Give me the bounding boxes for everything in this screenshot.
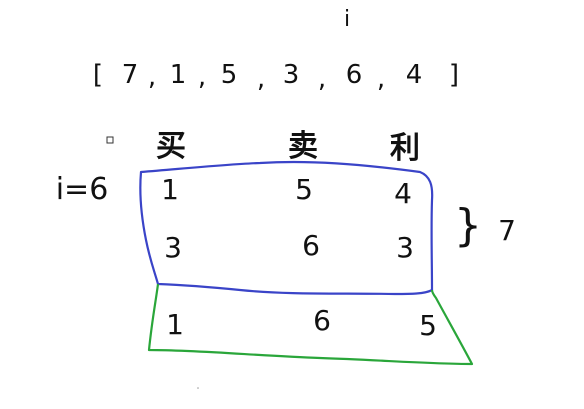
header-sell: 卖 (288, 129, 318, 164)
cell-profit: 4 (394, 177, 412, 210)
array-separator: , (148, 62, 156, 92)
stray-dot (197, 387, 199, 389)
array-separator: , (198, 62, 206, 92)
array-separator: , (377, 64, 385, 94)
header-buy: 买 (156, 129, 186, 164)
green-box-row: 1 6 5 (166, 304, 437, 342)
small-square-mark (106, 136, 114, 144)
array-close-bracket: ] (449, 60, 459, 90)
array-value: 5 (221, 60, 238, 90)
header-profit: 利 (390, 131, 420, 166)
column-headers: 买 卖 利 (156, 129, 420, 166)
cell-sell: 5 (295, 173, 313, 206)
array-value: 6 (346, 60, 363, 90)
array-value: 1 (170, 60, 187, 90)
array-line: [ 7 , 1 , 5 , 3 , 6 , 4 ] (93, 60, 459, 94)
array-value: 3 (283, 60, 300, 90)
blue-box-row-2: 3 6 3 (164, 229, 414, 264)
index-label: i=6 (56, 172, 109, 207)
blue-box (139, 160, 434, 296)
blue-box-row-1: 1 5 4 (161, 173, 412, 210)
array-separator: , (257, 64, 265, 94)
array-separator: , (318, 64, 326, 94)
array-value: 7 (122, 60, 139, 90)
green-box (147, 283, 474, 366)
brace-total: 7 (498, 214, 516, 247)
array-value: 4 (406, 60, 423, 90)
cell-buy: 3 (164, 231, 182, 264)
cell-profit: 3 (396, 231, 414, 264)
right-brace: } (454, 200, 482, 251)
array-open-bracket: [ (93, 60, 103, 90)
cell-buy: 1 (166, 308, 184, 341)
cell-buy: 1 (161, 173, 179, 206)
index-marker: i (344, 7, 350, 32)
cell-sell: 6 (302, 229, 320, 262)
cell-sell: 6 (313, 304, 331, 337)
cell-profit: 5 (419, 309, 437, 342)
